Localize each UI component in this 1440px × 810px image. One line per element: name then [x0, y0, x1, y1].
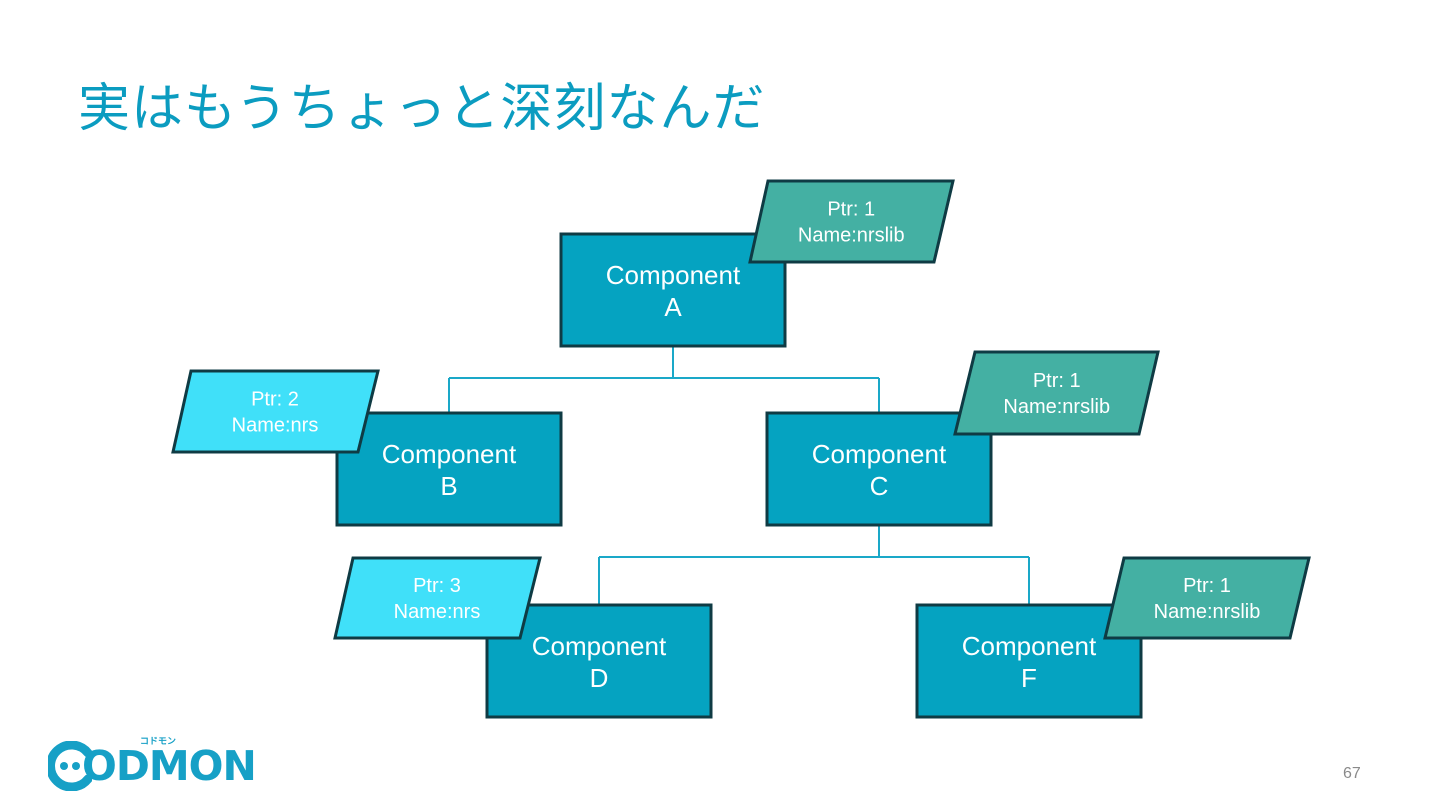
component-label: Component — [962, 631, 1097, 661]
logo-face-icon — [48, 741, 92, 791]
codmon-logo: コドモン ODMON — [48, 736, 257, 792]
component-id: C — [870, 471, 889, 501]
pointer-count: Ptr: 1 — [827, 199, 875, 221]
pointer-name: Name:nrs — [232, 415, 319, 437]
pointer-count: Ptr: 1 — [1033, 370, 1081, 392]
pointer-tag-b: Ptr: 2 Name:nrs — [171, 369, 380, 454]
pointer-tag-a: Ptr: 1 Name:nrslib — [748, 179, 955, 264]
pointer-name: Name:nrslib — [798, 225, 905, 247]
pointer-name: Name:nrslib — [1003, 396, 1110, 418]
component-id: B — [440, 471, 457, 501]
logo-kana: コドモン — [140, 737, 177, 747]
pointer-count: Ptr: 2 — [251, 389, 299, 411]
pointer-count: Ptr: 1 — [1183, 575, 1231, 597]
pointer-name: Name:nrslib — [1154, 601, 1261, 623]
component-label: Component — [606, 260, 741, 290]
pointer-tag-f: Ptr: 1 Name:nrslib — [1103, 556, 1311, 640]
pointer-tag-c: Ptr: 1 Name:nrslib — [953, 350, 1160, 436]
page-number: 67 — [1343, 765, 1361, 782]
component-id: F — [1021, 663, 1037, 693]
pointer-count: Ptr: 3 — [413, 575, 461, 597]
pointer-tag-d: Ptr: 3 Name:nrs — [333, 556, 542, 640]
component-label: Component — [812, 439, 947, 469]
component-id: D — [590, 663, 609, 693]
component-label: Component — [382, 439, 517, 469]
slide-title: 実はもうちょっと深刻なんだ — [78, 79, 766, 139]
pointer-name: Name:nrs — [394, 601, 481, 623]
logo-wordmark: ODMON — [82, 742, 257, 790]
component-label: Component — [532, 631, 667, 661]
component-id: A — [664, 292, 682, 322]
component-nodes: ComponentAComponentBComponentCComponentD… — [335, 232, 1143, 719]
connector-lines — [448, 346, 1030, 605]
